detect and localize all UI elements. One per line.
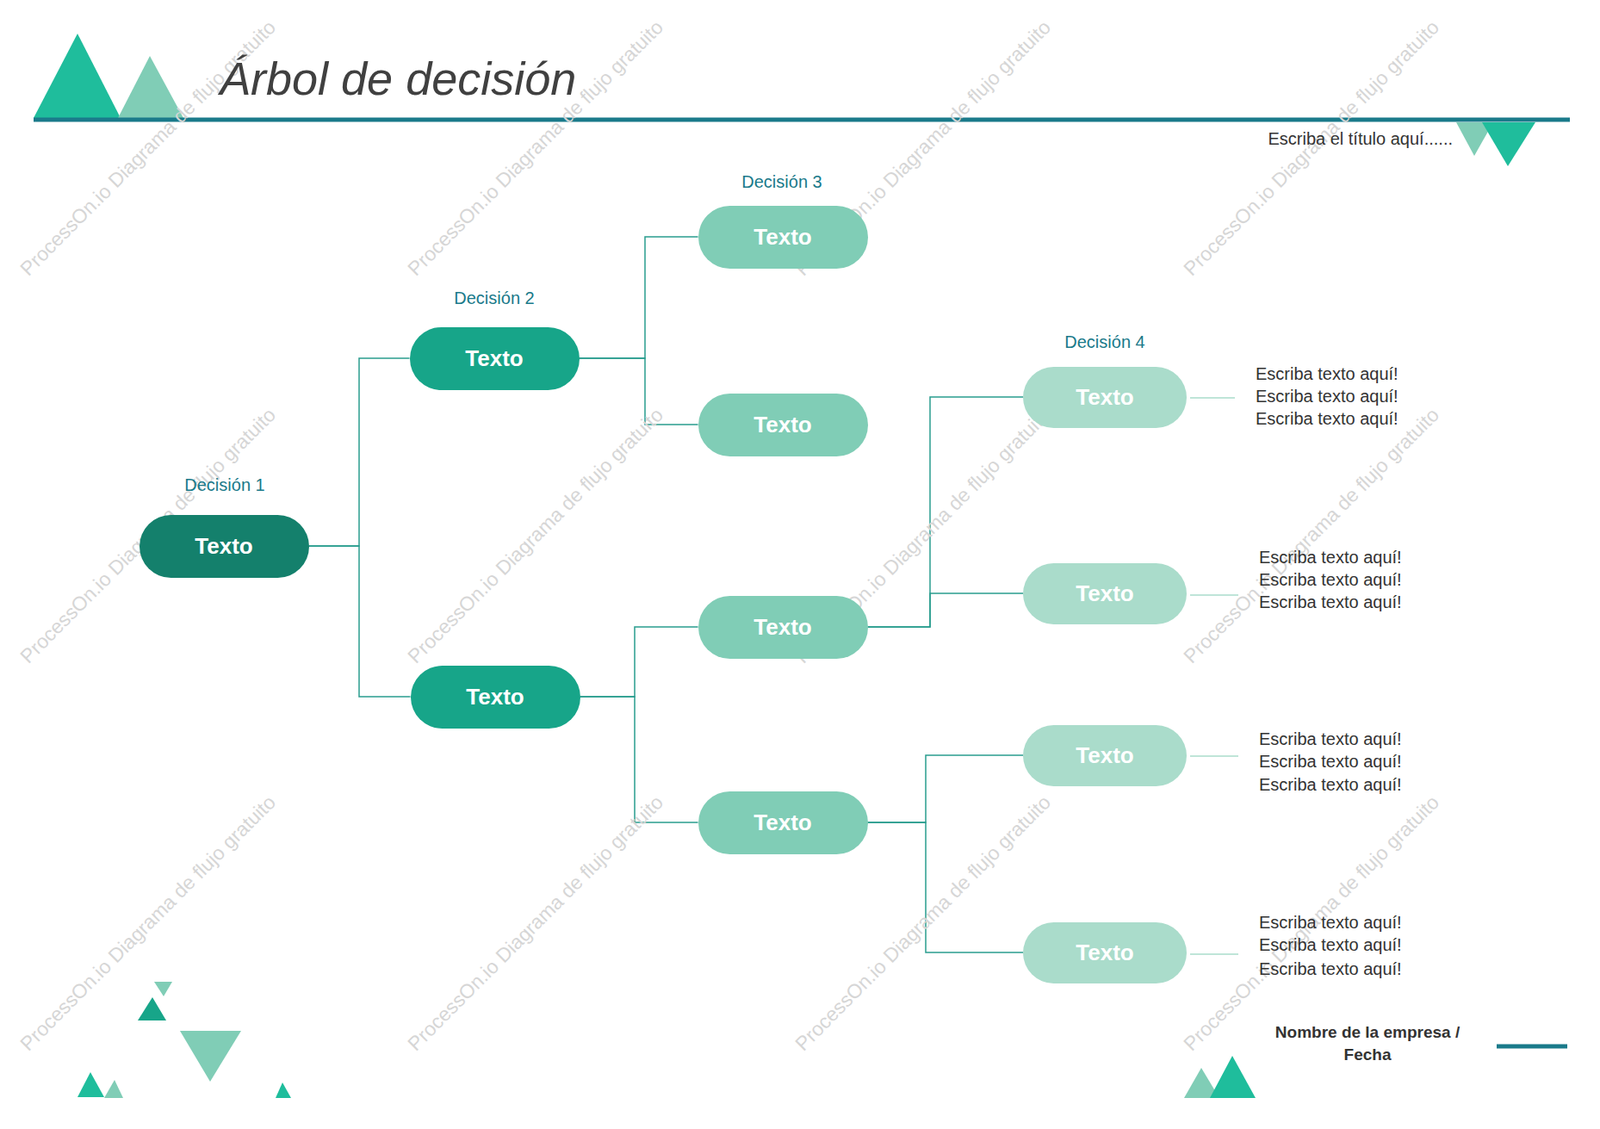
watermark: ProcessOn.io Diagrama de flujo gratuito: [1178, 15, 1444, 280]
decision-label: Decisión 3: [741, 172, 822, 193]
note-text: Escriba texto aquí!: [1255, 409, 1399, 429]
note-text: Escriba texto aquí!: [1258, 775, 1402, 795]
decision-node: Texto: [1023, 725, 1187, 787]
watermark: ProcessOn.io Diagrama de flujo gratuito: [403, 403, 668, 668]
triangle: [1209, 1055, 1256, 1098]
decision-node: Texto: [698, 393, 869, 457]
decision-node: Texto: [698, 205, 869, 269]
triangle: [275, 1082, 292, 1098]
triangle: [33, 33, 121, 118]
node-text: Texto: [753, 223, 812, 251]
note-text: Escriba texto aquí!: [1258, 547, 1402, 568]
note-text: Escriba texto aquí!: [1258, 570, 1402, 590]
node-text: Texto: [465, 345, 523, 373]
triangle: [104, 1079, 124, 1098]
leader-lines: [1190, 397, 1239, 955]
decision-label: Decisión 2: [453, 288, 534, 309]
triangle: [154, 981, 173, 997]
triangle: [1482, 122, 1536, 167]
leader-line: [1190, 953, 1239, 956]
node-text: Texto: [1075, 939, 1134, 967]
title-placeholder: Escriba el título aquí......: [1267, 129, 1453, 149]
decision-node: Texto: [698, 791, 869, 855]
node-text: Texto: [753, 613, 812, 641]
leader-line: [1190, 396, 1235, 399]
watermark: ProcessOn.io Diagrama de flujo gratuito: [15, 790, 280, 1055]
branch-connector: [309, 545, 411, 697]
branch-connector: [580, 626, 699, 697]
node-text: Texto: [1075, 580, 1134, 608]
decision-node: Texto: [410, 665, 581, 729]
decision-node: Texto: [1023, 563, 1187, 625]
decision-label: Decisión 4: [1064, 332, 1145, 353]
decision-node: Texto: [1023, 922, 1187, 984]
branch-connector: [579, 236, 699, 359]
decision-node: Texto: [1023, 366, 1187, 428]
watermark: ProcessOn.io Diagrama de flujo gratuito: [1178, 403, 1444, 668]
decision-label: Decisión 1: [184, 475, 265, 496]
note-text: Escriba texto aquí!: [1258, 935, 1402, 956]
node-text: Texto: [1075, 384, 1134, 411]
triangle: [179, 1030, 242, 1082]
branch-connector: [868, 593, 1024, 627]
company-date: Nombre de la empresa / Fecha: [1259, 1021, 1476, 1066]
note-text: Escriba texto aquí!: [1255, 386, 1399, 407]
branch-connector: [868, 755, 1024, 823]
footer-rule: [1496, 1044, 1568, 1049]
branch-connector: [309, 358, 410, 546]
watermark: ProcessOn.io Diagrama de flujo gratuito: [403, 790, 668, 1055]
note-text: Escriba texto aquí!: [1258, 751, 1402, 772]
decision-node: Texto: [409, 327, 580, 391]
node-text: Texto: [1075, 742, 1134, 769]
node-text: Texto: [465, 683, 524, 711]
decision-node: Texto: [139, 514, 310, 578]
decision-node: Texto: [698, 595, 869, 659]
leader-line: [1190, 594, 1239, 596]
note-text: Escriba texto aquí!: [1258, 592, 1402, 613]
page-title: Árbol de decisión: [219, 51, 577, 106]
note-text: Escriba texto aquí!: [1258, 912, 1402, 933]
node-text: Texto: [194, 533, 253, 560]
note-text: Escriba texto aquí!: [1258, 729, 1402, 750]
leader-line: [1190, 755, 1239, 757]
triangle: [77, 1072, 105, 1098]
triangle: [137, 997, 167, 1021]
node-text: Texto: [753, 411, 812, 439]
note-text: Escriba texto aquí!: [1255, 364, 1399, 385]
node-text: Texto: [753, 809, 812, 837]
note-text: Escriba texto aquí!: [1258, 959, 1402, 980]
